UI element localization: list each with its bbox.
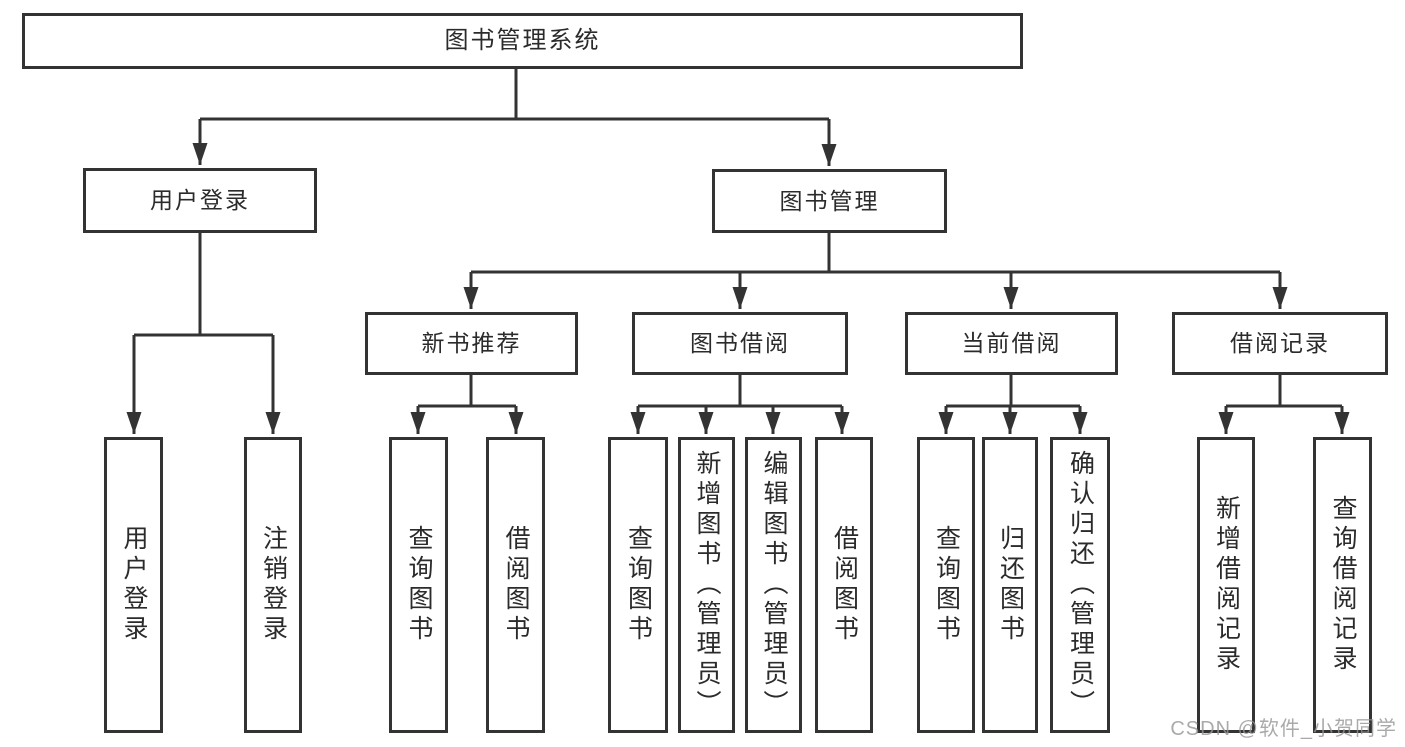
node-label: 图书借阅 [690, 330, 790, 356]
node-book-management: 图书管理 [712, 169, 947, 233]
leaf-logout: 注销登录 [244, 437, 302, 733]
node-label: 用户登录 [150, 187, 250, 213]
node-label: 编辑图书（管理员） [760, 450, 788, 720]
node-new-book-recommend: 新书推荐 [365, 312, 578, 375]
node-label: 新增图书（管理员） [693, 450, 721, 720]
csdn-watermark: CSDN @软件_小贺同学 [1170, 718, 1397, 740]
leaf-query-books-current: 查询图书 [917, 437, 975, 733]
node-label: 借阅图书 [502, 525, 530, 645]
leaf-return-books: 归还图书 [982, 437, 1038, 733]
node-book-borrow: 图书借阅 [632, 312, 848, 375]
leaf-query-books-borrow: 查询图书 [608, 437, 668, 733]
leaf-borrow-books: 借阅图书 [815, 437, 873, 733]
leaf-query-borrow-record: 查询借阅记录 [1313, 437, 1372, 733]
leaf-user-login: 用户登录 [104, 437, 163, 733]
leaf-add-borrow-record: 新增借阅记录 [1197, 437, 1255, 733]
node-label: 查询图书 [624, 525, 653, 645]
leaf-confirm-return-admin: 确认归还（管理员） [1050, 437, 1110, 733]
node-label: 确认归还（管理员） [1066, 450, 1095, 720]
node-user-login: 用户登录 [83, 168, 317, 233]
node-label: 借阅记录 [1230, 330, 1330, 356]
node-label: 用户登录 [120, 525, 148, 645]
node-label: 查询借阅记录 [1329, 495, 1357, 675]
node-label: 当前借阅 [961, 330, 1062, 356]
node-label: 归还图书 [996, 525, 1025, 645]
node-borrow-records: 借阅记录 [1172, 312, 1388, 375]
node-current-borrow: 当前借阅 [905, 312, 1118, 375]
node-label: 查询图书 [405, 525, 433, 645]
node-label: 注销登录 [259, 525, 288, 645]
leaf-borrow-books-recommend: 借阅图书 [486, 437, 545, 733]
node-label: 新增借阅记录 [1212, 495, 1241, 675]
node-library-system: 图书管理系统 [22, 13, 1023, 69]
node-label: 借阅图书 [830, 525, 859, 645]
node-label: 图书管理系统 [444, 27, 601, 54]
node-label: 查询图书 [932, 525, 961, 645]
leaf-add-book-admin: 新增图书（管理员） [678, 437, 735, 733]
node-label: 新书推荐 [421, 330, 522, 356]
leaf-query-books-recommend: 查询图书 [389, 437, 448, 733]
leaf-edit-book-admin: 编辑图书（管理员） [745, 437, 802, 733]
node-label: 图书管理 [779, 187, 880, 214]
